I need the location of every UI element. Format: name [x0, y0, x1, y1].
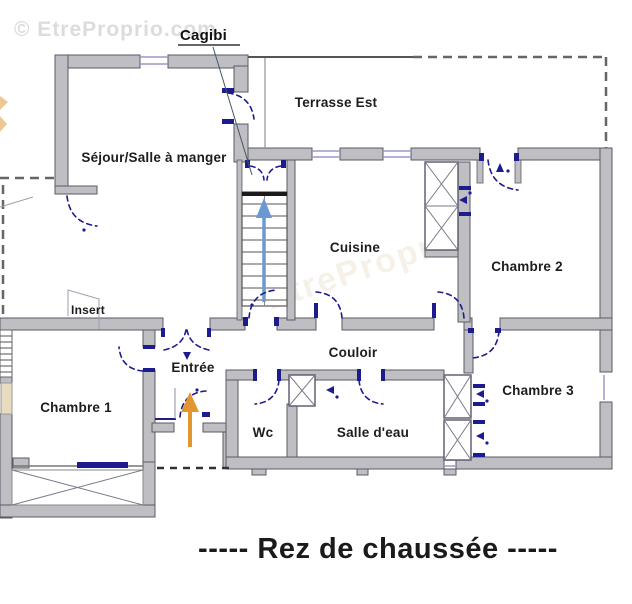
cagibi-door-arc — [227, 92, 255, 120]
room-label-salle-eau: Salle d'eau — [337, 425, 409, 440]
room-label-cuisine: Cuisine — [330, 240, 380, 255]
room-label-chambre3: Chambre 3 — [502, 383, 574, 398]
left-facade-shutter-window — [0, 329, 13, 378]
walls — [0, 54, 613, 519]
stairs-up-arrow-icon — [256, 198, 272, 302]
door-direction-marks — [82, 163, 510, 445]
shaft-salle-eau-sud — [443, 419, 472, 461]
entree-double-door-arc-right — [186, 329, 210, 351]
room-label-insert: Insert — [71, 303, 105, 317]
cagibi-leader-line — [212, 46, 253, 176]
entrance-arrow-icon — [181, 392, 199, 447]
door-jambs — [143, 88, 519, 457]
room-label-sejour: Séjour/Salle à manger — [81, 150, 227, 165]
left-edge-orange-marks — [0, 96, 8, 132]
chevron-left-icon — [476, 432, 484, 440]
shaft-salle-eau-nord — [443, 374, 472, 419]
annotations — [0, 44, 253, 329]
insert-fireplace-outline — [67, 289, 100, 329]
chambre1-door-arc — [118, 346, 144, 372]
chevron-left-icon — [326, 386, 334, 394]
stairs-door-arc — [248, 289, 278, 319]
chevron-up-icon — [496, 163, 504, 172]
wc-door-arc — [254, 379, 280, 405]
shaft-wc — [288, 374, 316, 407]
chevron-down-icon — [183, 352, 191, 360]
sejour-west-door-arc — [66, 195, 98, 227]
chambre1-window-bar — [77, 462, 128, 468]
room-label-entree: Entrée — [171, 360, 215, 375]
room-label-chambre2: Chambre 2 — [491, 259, 563, 274]
door-swings — [66, 92, 519, 418]
entree-double-door-arc-left — [163, 329, 187, 351]
staircase — [241, 191, 288, 307]
page-title: ----- Rez de chaussée ----- — [198, 533, 558, 565]
duct-shafts — [11, 161, 472, 506]
room-label-couloir: Couloir — [329, 345, 378, 360]
room-label-wc: Wc — [253, 425, 274, 440]
left-facade-window-2 — [0, 382, 13, 415]
dashed-boundaries — [0, 55, 608, 470]
closet-door-arc-left — [249, 165, 265, 181]
room-label-chambre1: Chambre 1 — [40, 400, 112, 415]
closet-door-arc-right — [266, 165, 282, 181]
room-label-terrasse: Terrasse Est — [295, 95, 378, 110]
shaft-cuisine-chambre2 — [424, 161, 459, 251]
chevron-left-icon — [459, 196, 467, 204]
terrace-door-arc — [487, 159, 519, 191]
balcony-cross — [11, 469, 144, 506]
cuisine-door-arc — [315, 291, 343, 319]
chambre2-door-arc — [437, 291, 465, 319]
cagibi-label: Cagibi — [180, 27, 227, 44]
salle-eau-door-arc — [358, 379, 384, 405]
site-watermark: © EtreProprio.com — [14, 18, 217, 41]
chevron-left-icon — [476, 390, 484, 398]
chambre3-door-arc — [471, 330, 500, 359]
